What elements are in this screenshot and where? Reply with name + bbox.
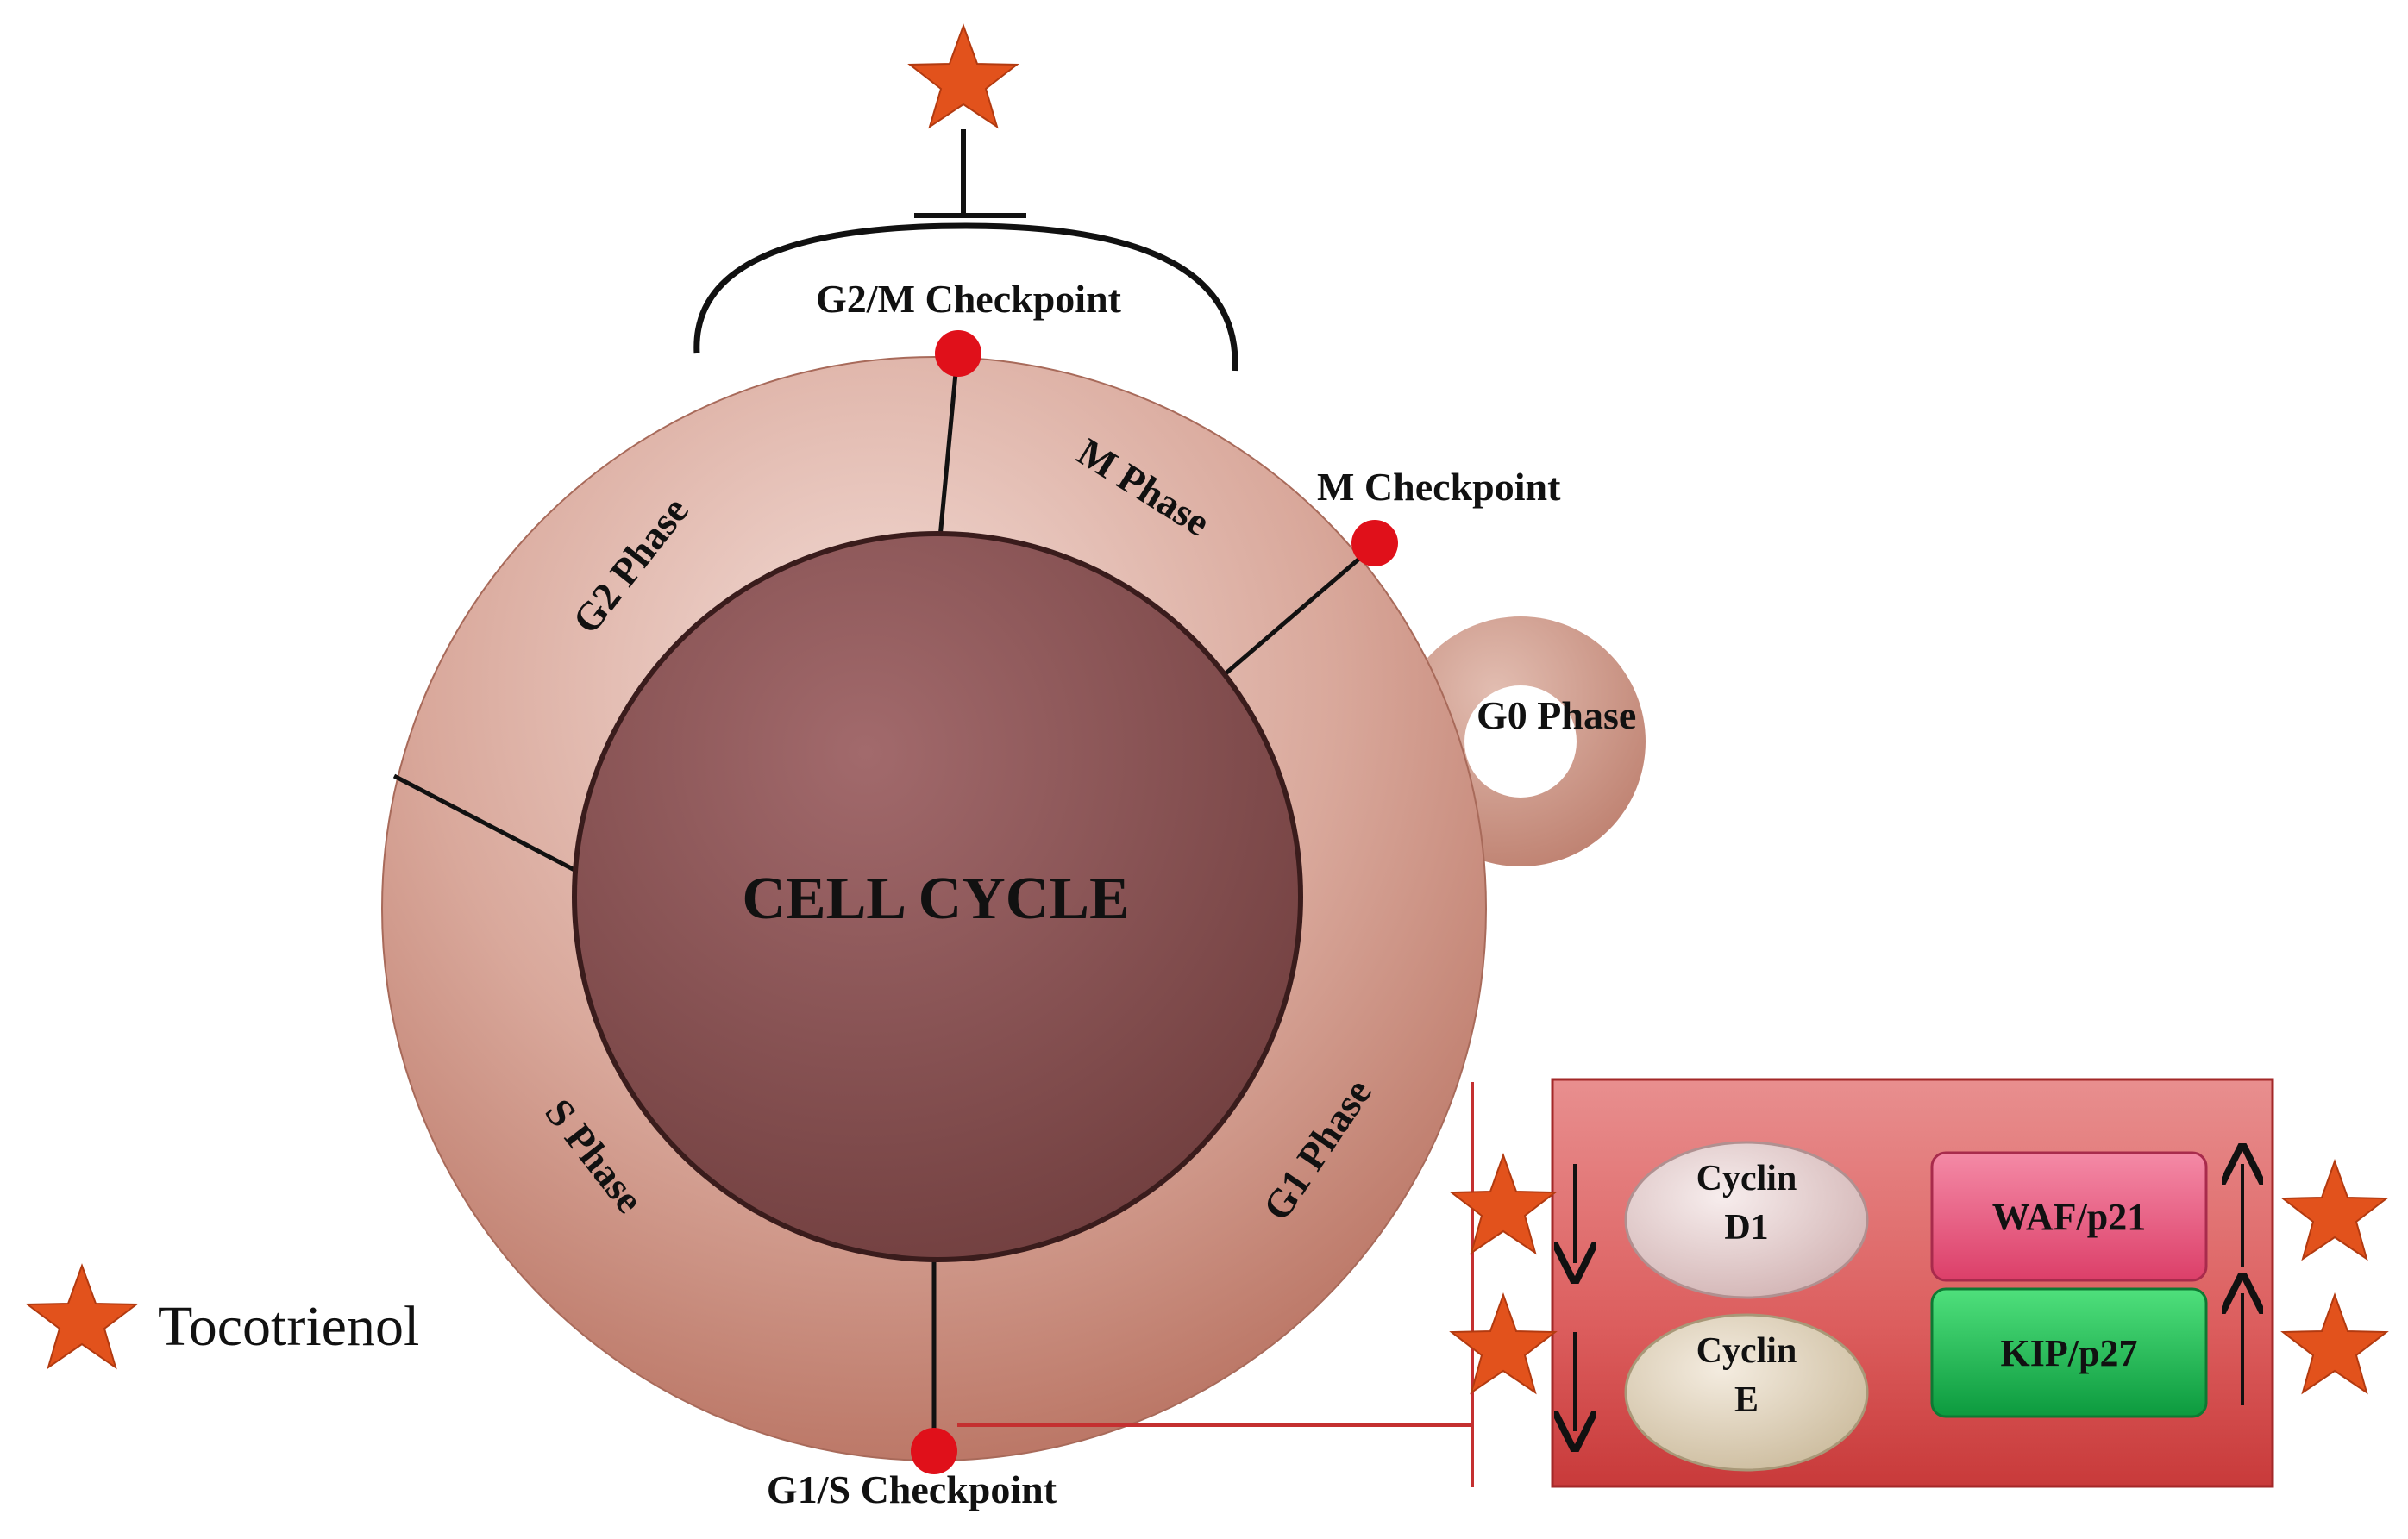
cyclin-d1-star-icon — [1449, 1153, 1558, 1255]
m-checkpoint-dot — [1351, 520, 1398, 566]
g1s-checkpoint-dot — [911, 1428, 957, 1474]
g1s-checkpoint-label: G1/S Checkpoint — [767, 1467, 1057, 1511]
g0-phase-label: G0 Phase — [1477, 693, 1636, 737]
kip-p27-label: KIP/p27 — [2001, 1332, 2138, 1374]
g1s-connector — [957, 1082, 1474, 1487]
waf-p21-box — [1930, 1151, 2208, 1282]
cell-cycle-label: CELL CYCLE — [742, 866, 1129, 932]
cyclin-d1-label-line1: Cyclin — [1696, 1159, 1797, 1198]
cyclin-e-label-line2: E — [1734, 1380, 1759, 1420]
g2m-checkpoint-label: G2/M Checkpoint — [816, 277, 1122, 321]
cyclin-e-star-icon — [1449, 1292, 1558, 1395]
g2m-checkpoint-dot — [935, 330, 981, 377]
cyclin-e-oval — [1624, 1313, 1869, 1472]
g2m-star-icon — [907, 23, 1019, 129]
phase-dividers — [392, 354, 1361, 1451]
legend: Tocotrienol — [25, 1263, 419, 1370]
cyclin-d1-label-line2: D1 — [1724, 1208, 1768, 1248]
regulator-panel: Cyclin D1 Cyclin E WAF/p21 KIP/p27 — [1551, 1078, 2274, 1488]
waf-p21-star-icon — [2280, 1159, 2389, 1261]
legend-label: Tocotrienol — [158, 1295, 419, 1358]
cyclin-e-label-line1: Cyclin — [1696, 1331, 1797, 1371]
m-checkpoint-label: M Checkpoint — [1317, 465, 1561, 509]
kip-p27-box — [1930, 1287, 2208, 1418]
waf-p21-label: WAF/p21 — [1992, 1196, 2146, 1238]
g2m-inhibition-bracket — [693, 129, 1238, 372]
kip-p27-star-icon — [2280, 1292, 2389, 1395]
cyclin-d1-oval — [1624, 1141, 1869, 1299]
legend-star-icon — [25, 1263, 139, 1370]
